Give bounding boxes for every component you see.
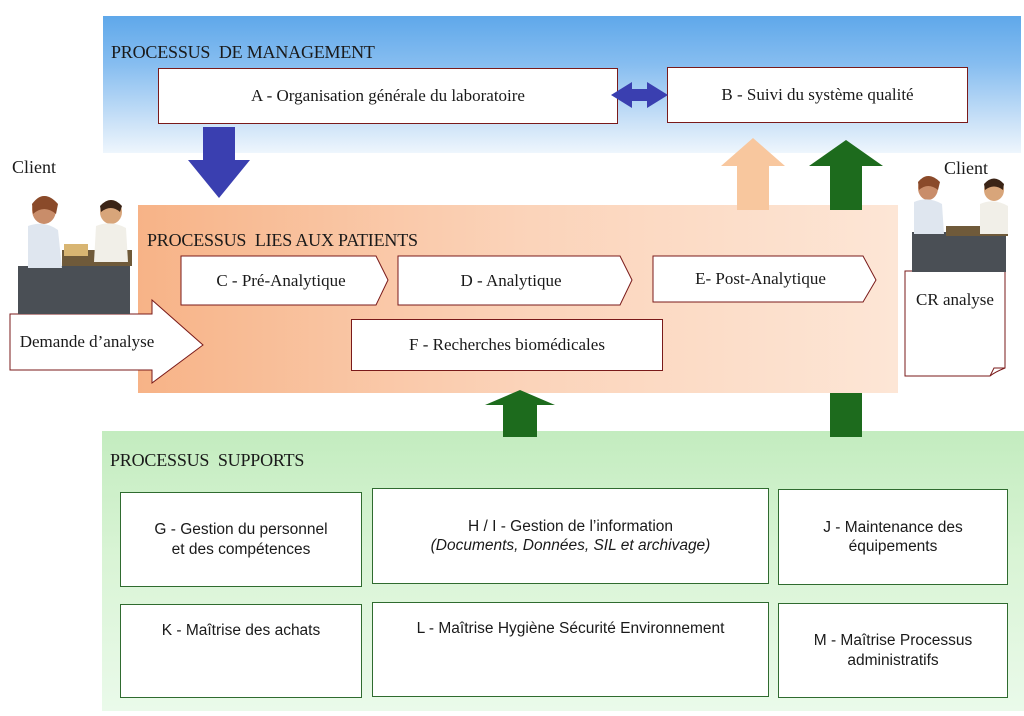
client-illustration-right <box>912 176 1008 272</box>
peach-up-arrow <box>721 138 785 210</box>
step-e-label: E- Post-Analytique <box>695 269 826 288</box>
step-d-label: D - Analytique <box>460 270 562 290</box>
green-up-arrow-to-b <box>809 140 883 210</box>
green-up-arrow-supports-right <box>830 393 862 437</box>
box-g-line2: et des compétences <box>171 540 311 558</box>
step-d-shape <box>397 255 633 306</box>
box-b-label: B - Suivi du système qualité <box>721 85 914 105</box>
box-a-organisation[interactable]: A - Organisation générale du laboratoire <box>158 68 618 124</box>
box-b-suivi-qualite[interactable]: B - Suivi du système qualité <box>667 67 968 123</box>
box-hi-line1: H / I - Gestion de l’information <box>467 517 674 535</box>
box-hi-line2: (Documents, Données, SIL et archivage) <box>430 537 711 554</box>
cr-analyse-output[interactable]: CR analyse <box>905 280 1005 320</box>
client-label-left: Client <box>12 157 56 177</box>
box-m-processus-administratifs[interactable]: M - Maîtrise Processus administratifs <box>778 603 1008 698</box>
box-j-line1: J - Maintenance des <box>823 518 963 536</box>
box-l-hygiene-securite[interactable]: L - Maîtrise Hygiène Sécurité Environnem… <box>372 602 769 697</box>
support-processes-title: PROCESSUS SUPPORTS <box>110 450 305 470</box>
box-hi-gestion-information[interactable]: H / I - Gestion de l’information (Docume… <box>372 488 769 584</box>
box-g-line1: G - Gestion du personnel <box>154 521 328 539</box>
client-label-right: Client <box>944 158 988 178</box>
box-l-label: L - Maîtrise Hygiène Sécurité Environnem… <box>416 620 725 637</box>
step-c-shape <box>180 255 389 306</box>
down-arrow-mgmt-to-patients <box>188 127 250 198</box>
box-j-line2: équipements <box>848 538 938 555</box>
box-k-achats[interactable]: K - Maîtrise des achats <box>120 604 362 698</box>
box-f-label: F - Recherches biomédicales <box>409 335 605 355</box>
step-c-pre-analytique[interactable]: C - Pré-Analytique <box>181 256 381 305</box>
step-e-post-analytique[interactable]: E- Post-Analytique <box>653 256 868 302</box>
demande-analyse-arrow <box>9 298 204 384</box>
step-d-analytique[interactable]: D - Analytique <box>398 256 624 305</box>
demande-analyse-label: Demande d’analyse <box>19 332 155 351</box>
cr-analyse-label: CR analyse <box>916 290 994 309</box>
box-j-maintenance[interactable]: J - Maintenance des équipements <box>778 489 1008 585</box>
step-e-shape <box>652 255 877 303</box>
box-m-line1: M - Maîtrise Processus <box>813 632 973 650</box>
management-title: PROCESSUS DE MANAGEMENT <box>111 42 375 62</box>
double-arrow-a-b <box>611 82 668 108</box>
patient-processes-title: PROCESSUS LIES AUX PATIENTS <box>147 230 418 250</box>
box-g-gestion-personnel[interactable]: G - Gestion du personnel et des compéten… <box>120 492 362 587</box>
client-illustration-left <box>18 196 132 314</box>
step-c-label: C - Pré-Analytique <box>216 270 346 290</box>
box-k-label: K - Maîtrise des achats <box>161 622 321 639</box>
demande-analyse-input[interactable]: Demande d’analyse <box>12 316 162 368</box>
green-up-arrow-supports-middle <box>485 390 555 437</box>
box-m-line2: administratifs <box>847 651 939 669</box>
box-f-recherches[interactable]: F - Recherches biomédicales <box>351 319 663 371</box>
box-a-label: A - Organisation générale du laboratoire <box>251 86 525 106</box>
